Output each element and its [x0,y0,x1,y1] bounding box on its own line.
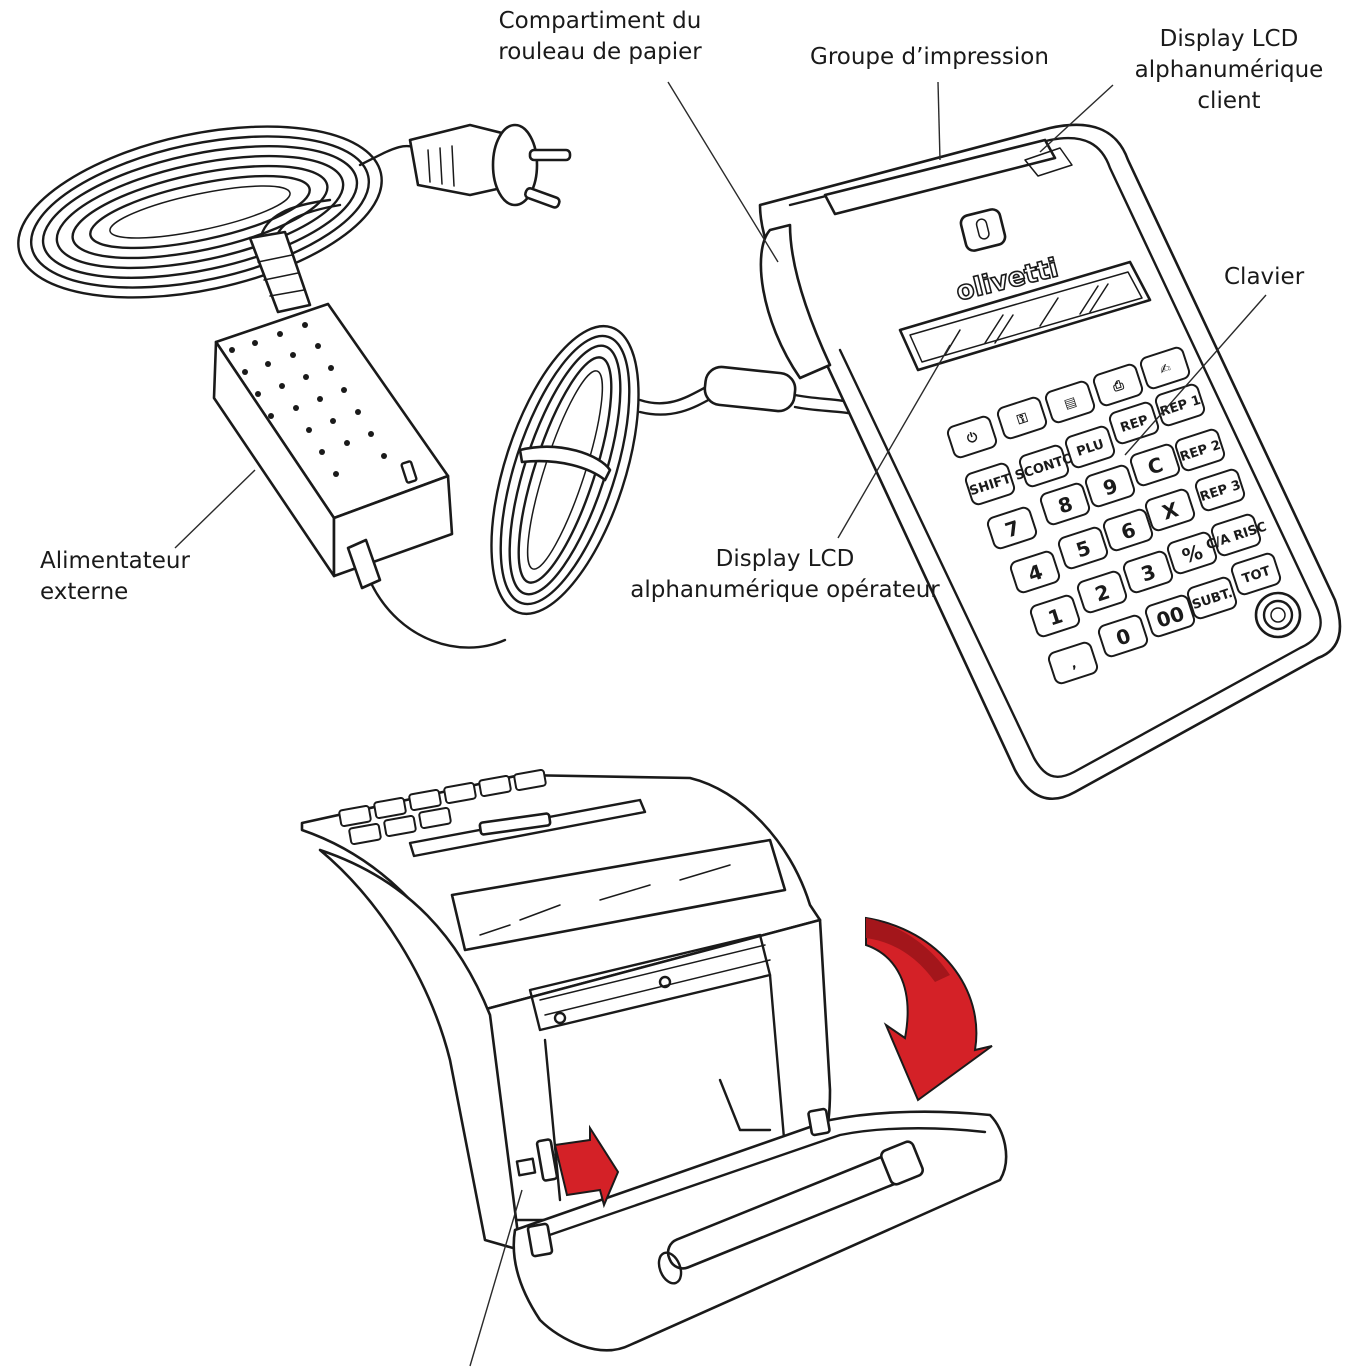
key-cap [1044,380,1096,424]
key-cap [964,462,1016,506]
key-cap [1076,570,1128,614]
label-line: Groupe d’impression [810,44,1049,70]
key-doc[interactable]: ▤ [1044,380,1096,424]
key-cap [1129,443,1181,487]
dc-output-cable [346,324,864,649]
adapter-vent-dots [229,322,387,477]
key-cap [1057,526,1109,570]
label-line: Alimentateur [40,548,190,574]
key-cap [1084,464,1136,508]
label-line: alphanumérique opérateur [630,577,940,603]
key-cap [1139,346,1191,390]
label-customer-display: Display LCD alphanumérique client [1124,24,1334,117]
label-line: Compartiment du [498,8,702,34]
key-shift[interactable]: SHIFT [964,462,1016,506]
key-cap [1092,363,1144,407]
key-rep1[interactable]: REP 1 [1154,383,1206,427]
label-line: alphanumérique [1134,57,1324,83]
key-sconto[interactable]: SCONTO [1010,441,1078,490]
key-cap [1230,552,1282,596]
label-paper-compartment: Compartiment du rouleau de papier [490,6,710,68]
key-comma[interactable]: , [1047,641,1099,685]
key-printer[interactable]: ⎙ [1092,363,1144,407]
label-line: Display LCD [715,546,855,572]
key-rep2[interactable]: REP 2 [1174,428,1226,472]
push-latch-arrow [553,1124,620,1209]
key-cap [986,506,1038,550]
close-cover-arrow [865,916,993,1102]
key-plu[interactable]: PLU [1064,425,1116,469]
key-cap [1174,428,1226,472]
key-rep[interactable]: REP [1108,401,1160,445]
key-cap [1029,594,1081,638]
key-subt[interactable]: SUBT. [1186,576,1238,620]
key-k6[interactable]: 6 [1102,508,1154,552]
key-cap [1047,641,1099,685]
coiled-power-cable [17,125,422,299]
key-k2[interactable]: 2 [1076,570,1128,614]
key-label: ⎙ [1110,378,1126,396]
key-k5[interactable]: 5 [1057,526,1109,570]
key-cap [996,396,1048,440]
key-k0[interactable]: 0 [1097,614,1149,658]
label-line: rouleau de papier [498,39,702,65]
label-power-supply: Alimentateur externe [40,546,190,608]
key-label: ▤ [1062,394,1078,412]
key-cap [1154,383,1206,427]
callout-leaders [174,81,1267,1367]
key-cap [1009,550,1061,594]
key-k8[interactable]: 8 [1039,482,1091,526]
key-hand[interactable]: ✍ [1139,346,1191,390]
key-cap [1144,488,1196,532]
key-cap [1144,594,1196,638]
key-pct[interactable]: % [1166,531,1218,575]
key-cap [1102,508,1154,552]
key-power[interactable]: ⏻ [946,415,998,459]
power-adapter [212,302,454,578]
key-k4[interactable]: 4 [1009,550,1061,594]
key-tot[interactable]: TOT [1230,552,1282,596]
label-operator-display: Display LCD alphanumérique opérateur [620,544,950,606]
key-k9[interactable]: 9 [1084,464,1136,508]
label-line: client [1197,88,1261,114]
label-keyboard: Clavier [1224,262,1304,293]
key-cap [1122,550,1174,594]
key-cap [1097,614,1149,658]
label-line: Display LCD [1159,26,1299,52]
key-cap [1039,482,1091,526]
key-c[interactable]: C [1129,443,1181,487]
key-cap [1186,576,1238,620]
key-label: ✍ [1158,361,1173,379]
key-k00[interactable]: 00 [1144,594,1196,638]
key-cap [1210,513,1262,557]
key-label: ⚿ [1015,411,1029,428]
key-cap [1166,531,1218,575]
label-line: Clavier [1224,264,1305,290]
key-key[interactable]: ⚿ [996,396,1048,440]
key-rep3[interactable]: REP 3 [1194,468,1246,512]
key-cap [946,415,998,459]
key-k1[interactable]: 1 [1029,594,1081,638]
key-k3[interactable]: 3 [1122,550,1174,594]
key-k7[interactable]: 7 [986,506,1038,550]
wall-plug [408,123,572,209]
key-x[interactable]: X [1144,488,1196,532]
key-cap [1194,468,1246,512]
label-print-group: Groupe d’impression [810,42,1049,73]
key-label: C [1145,452,1166,479]
key-cap [1064,425,1116,469]
key-cap [1018,444,1070,488]
label-line: externe [40,579,129,605]
cable-strain-relief [248,230,312,314]
key-label: , [1069,657,1078,673]
